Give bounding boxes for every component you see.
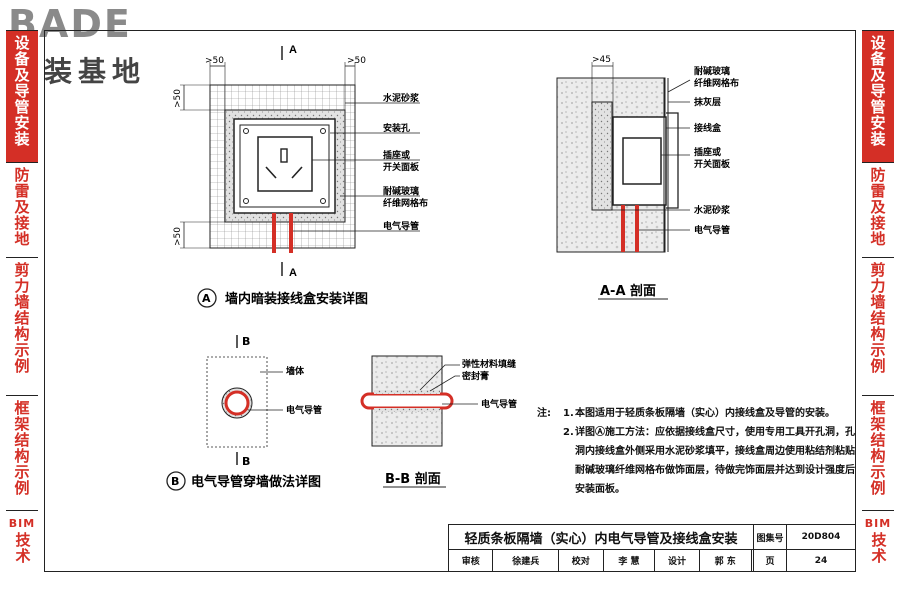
conduit-2: [289, 213, 293, 253]
detail-a-marker: A: [202, 292, 211, 305]
drawing-frame: [44, 30, 856, 572]
aa-label-mesh-2: 纤维网格布: [694, 77, 739, 89]
aa-socket: [622, 137, 662, 185]
designer-name: 郭 东: [698, 549, 752, 572]
note-1-num: 1.: [563, 408, 574, 419]
bb-label-sealant: 密封膏: [461, 370, 489, 382]
label-socket-1: 插座或: [383, 149, 410, 161]
detail-a-caption: 墙内暗装接线盒安装详图: [225, 291, 368, 307]
screw-hole: [320, 198, 326, 204]
notes-lead: 注:: [537, 408, 551, 419]
bb-label-conduit: 电气导管: [481, 398, 517, 410]
checker-name: 李 慧: [602, 549, 656, 572]
aa-conduit-1: [621, 205, 625, 252]
screw-hole: [243, 128, 249, 134]
aa-label-box: 接线盒: [694, 122, 722, 134]
aa-dim: >45: [592, 55, 611, 65]
aa-label-plaster: 抹灰层: [694, 96, 721, 108]
drawing-title: 轻质条板隔墙（实心）内电气导管及接线盒安装: [448, 524, 754, 550]
note-2-num: 2.: [563, 427, 574, 438]
note-row-2: 2. 详图Ⓐ施工方法：应依据接线盒尺寸，使用专用工具开孔洞，孔洞内接线盒外侧采用…: [537, 423, 857, 499]
right-tab-frame[interactable]: 框架结构示例: [862, 395, 894, 510]
socket-plate: [257, 136, 313, 192]
reviewer-name: 徐建兵: [492, 549, 560, 572]
aa-label-socket-1: 插座或: [694, 146, 721, 158]
dim-left-bottom: >50: [173, 227, 183, 246]
left-tab-shear-wall[interactable]: 剪力墙结构示例: [6, 257, 38, 395]
b-label-conduit: 电气导管: [286, 404, 322, 416]
b-conduit: [224, 390, 250, 416]
label-mount-hole: 安装孔: [383, 122, 410, 134]
bb-caption: B-B 剖面: [385, 471, 441, 487]
title-block: 轻质条板隔墙（实心）内电气导管及接线盒安装 图集号 20D804 审核 徐建兵 …: [447, 524, 856, 572]
right-tab-equipment[interactable]: 设备及导管安装: [862, 30, 894, 162]
b-label-wall: 墙体: [286, 365, 305, 377]
check-label: 校对: [558, 549, 604, 572]
aa-label-socket-2: 开关面板: [694, 158, 731, 170]
page-label: 页: [753, 549, 787, 572]
note-2-text: 详图Ⓐ施工方法：应依据接线盒尺寸，使用专用工具开孔洞，孔洞内接线盒外侧采用水泥砂…: [575, 427, 855, 495]
left-tab-equipment[interactable]: 设备及导管安装: [6, 30, 38, 162]
label-socket-2: 开关面板: [383, 161, 420, 173]
screw-hole: [320, 128, 326, 134]
design-label: 设计: [654, 549, 700, 572]
note-row-1: 注: 1. 本图适用于轻质条板隔墙（实心）内接线盒及导管的安装。: [537, 404, 857, 423]
right-tab-lightning[interactable]: 防雷及接地: [862, 162, 894, 257]
dim-left-top: >50: [173, 89, 183, 108]
aa-label-conduit: 电气导管: [694, 224, 730, 236]
conduit-1: [272, 213, 276, 253]
label-mesh-1: 耐碱玻璃: [383, 185, 419, 197]
detail-b-marker: B: [171, 475, 179, 488]
page-number: 24: [786, 549, 856, 572]
section-mark-a-top: A: [289, 44, 297, 56]
label-conduit: 电气导管: [383, 220, 419, 232]
atlas-number: 20D804: [786, 524, 856, 550]
dim-top-right: >50: [347, 56, 366, 66]
aa-label-mesh-1: 耐碱玻璃: [694, 65, 730, 77]
left-tab-frame[interactable]: 框架结构示例: [6, 395, 38, 510]
detail-b-plan: B B 墙体 电气导管 B 电气导管穿墙做法详图: [166, 335, 322, 491]
atlas-label: 图集号: [753, 524, 787, 550]
notes: 注: 1. 本图适用于轻质条板隔墙（实心）内接线盒及导管的安装。 2. 详图Ⓐ施…: [537, 404, 857, 499]
section-mark-b-top: B: [242, 335, 250, 348]
section-aa: >45 耐碱玻璃 纤维网格布 抹灰层 接线盒 插座或 开关面板 水泥砂浆 电气导…: [556, 55, 739, 300]
aa-label-mortar: 水泥砂浆: [694, 204, 731, 216]
label-mortar: 水泥砂浆: [383, 92, 420, 104]
bb-conduit: [360, 392, 454, 410]
detail-b-caption: 电气导管穿墙做法详图: [191, 474, 321, 490]
dim-top-left: >50: [205, 56, 224, 66]
screw-hole: [243, 198, 249, 204]
note-1-text: 本图适用于轻质条板隔墙（实心）内接线盒及导管的安装。: [575, 408, 835, 419]
section-mark-a-bottom: A: [289, 267, 297, 279]
aa-conduit-2: [635, 205, 639, 252]
label-mesh-2: 纤维网格布: [383, 197, 428, 209]
review-label: 审核: [447, 549, 494, 572]
bb-label-filler: 弹性材料填缝: [462, 358, 516, 370]
section-mark-b-bottom: B: [242, 455, 250, 468]
detail-a-plan: A A >50 >50 >50 >50 水泥砂浆 安装孔 插座或 开关面板 耐碱…: [173, 44, 428, 308]
section-bb: 弹性材料填缝 密封膏 电气导管 B-B 剖面: [360, 355, 517, 488]
left-tab-lightning[interactable]: 防雷及接地: [6, 162, 38, 257]
right-tab-shear-wall[interactable]: 剪力墙结构示例: [862, 257, 894, 395]
aa-caption: A-A 剖面: [600, 283, 656, 299]
